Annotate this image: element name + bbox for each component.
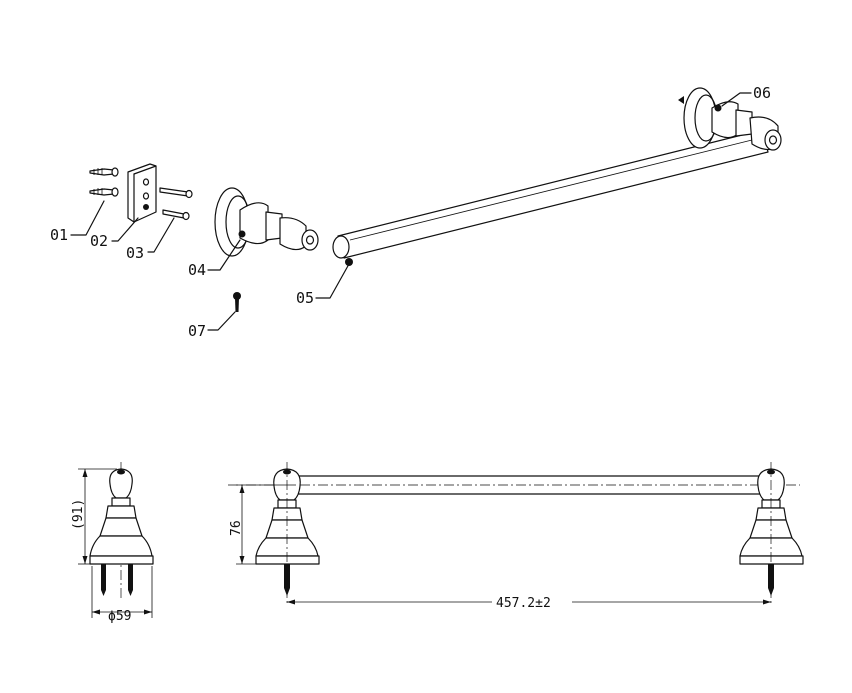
part-05-bar (332, 129, 769, 266)
label-part-01: 01 (50, 226, 68, 244)
part-04-left-post (214, 187, 319, 257)
dim-side-diameter: ϕ59 (108, 609, 131, 624)
leader-lines (70, 92, 752, 331)
screw-lower (89, 187, 119, 197)
label-part-05: 05 (296, 289, 314, 307)
dim-front-height: 76 (229, 520, 244, 536)
label-part-03: 03 (126, 244, 144, 262)
dim-side-height: (91) (71, 499, 86, 530)
part-labels: 01 02 03 04 05 06 07 (50, 84, 771, 340)
front-left-post (255, 462, 320, 604)
label-part-06: 06 (753, 84, 771, 102)
part-07-screw (233, 292, 241, 312)
front-view: 76 457.2±2 (228, 462, 804, 611)
label-part-07: 07 (188, 322, 206, 340)
part-01-screws (89, 167, 119, 197)
label-part-04: 04 (188, 261, 206, 279)
front-right-post (739, 462, 804, 604)
part-03-set-screws (159, 187, 193, 221)
part-06-right-post (678, 87, 782, 151)
screw-upper (89, 167, 119, 177)
label-part-02: 02 (90, 232, 108, 250)
part-02-bracket (127, 163, 157, 223)
dim-front-length: 457.2±2 (496, 596, 551, 611)
side-view: (91) ϕ59 (71, 462, 154, 624)
